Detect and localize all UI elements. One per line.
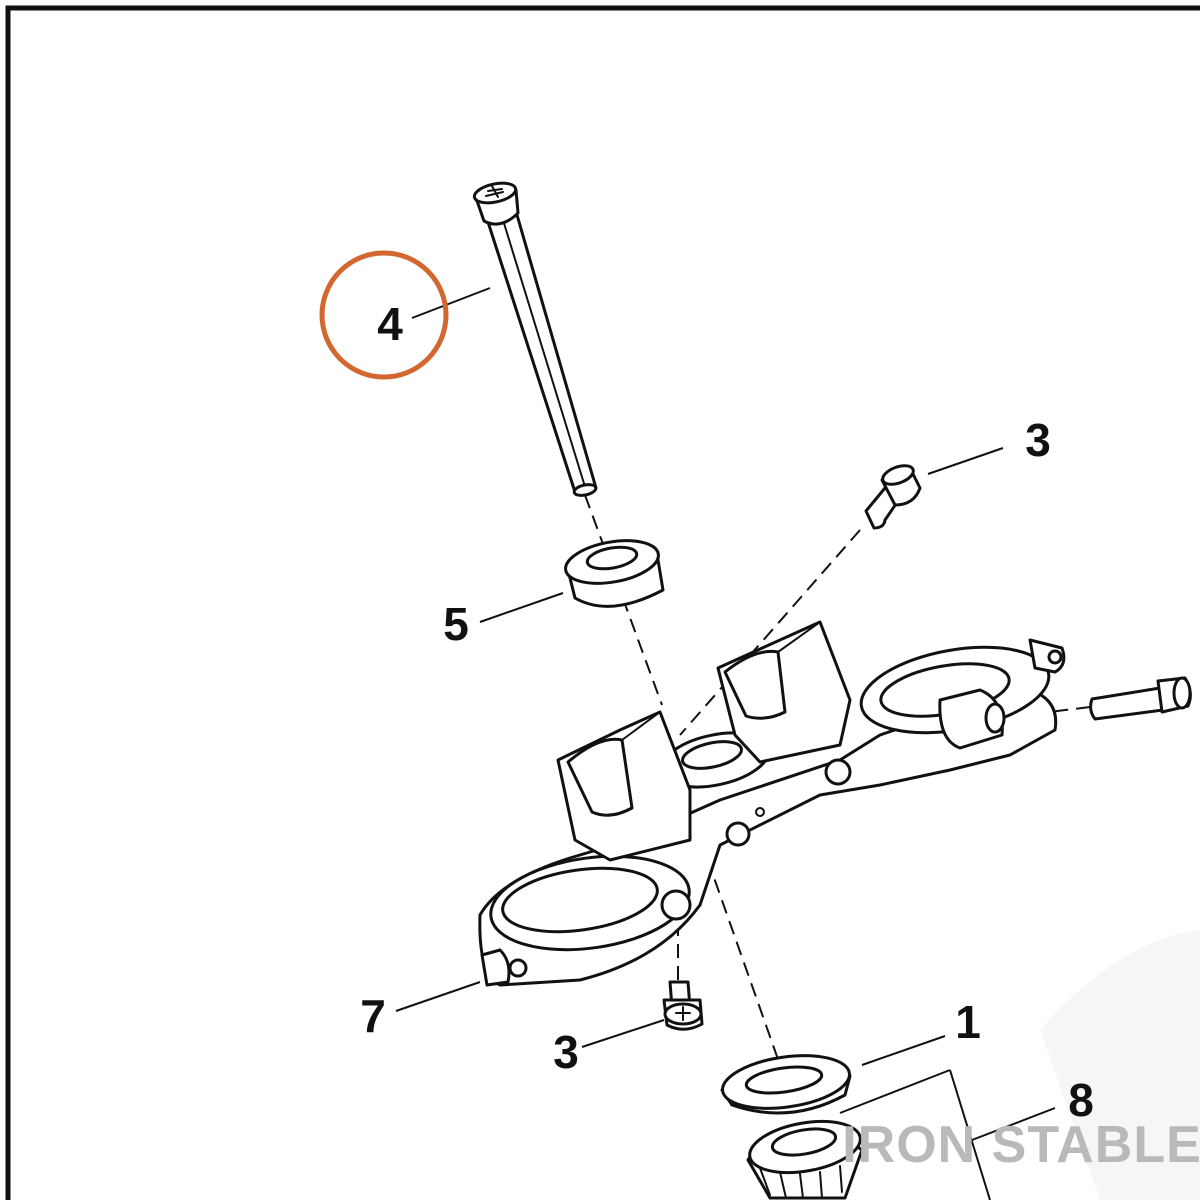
callout-8: 8: [1068, 1074, 1094, 1126]
watermark-text: IRON STABLE: [842, 1116, 1200, 1174]
leader-7: [395, 981, 481, 1012]
axis-pinch-bolt-top: [679, 529, 861, 736]
leader-3-bottom: [581, 1019, 665, 1048]
spacer-part-5: [564, 539, 665, 608]
pinch-bolt-top-part-3: [864, 464, 922, 530]
bearing-part-8: [746, 1119, 864, 1200]
page-frame: [5, 5, 1200, 1200]
washer-part-1: [720, 1054, 852, 1115]
side-bolt: [1089, 676, 1192, 721]
watermark-shape: [1040, 930, 1200, 1200]
leader-8-b: [949, 1069, 991, 1200]
callout-labels: 4 3 5 7 3 1 8: [360, 298, 1094, 1126]
triple-clamp-part-7: [478, 620, 1066, 987]
leader-8-a: [839, 1069, 951, 1114]
callout-3-top: 3: [1025, 414, 1051, 466]
leader-1: [861, 1035, 946, 1066]
highlight-circle: [319, 250, 449, 380]
axis-stem: [699, 837, 781, 1066]
callout-7: 7: [360, 990, 386, 1042]
callout-5: 5: [443, 598, 469, 650]
leader-5: [479, 592, 564, 623]
callout-4: 4: [377, 298, 403, 350]
stem-bolt-part-4: [472, 181, 598, 497]
callout-1: 1: [955, 996, 981, 1048]
leader-3-top: [927, 447, 1004, 475]
leader-lines: [395, 287, 1056, 1200]
pinch-bolt-bottom-part-3: [662, 980, 704, 1031]
leader-4: [411, 287, 491, 319]
callout-3-bottom: 3: [553, 1026, 579, 1078]
leader-8-c: [971, 1107, 1056, 1141]
